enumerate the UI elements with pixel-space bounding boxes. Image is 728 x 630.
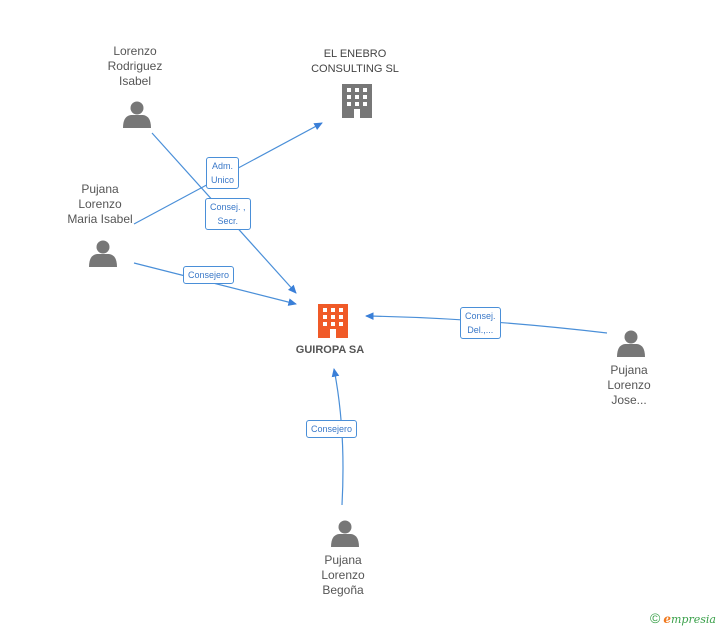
label-line: Consej.	[465, 311, 496, 321]
label-line: GUIROPA SA	[295, 344, 365, 356]
label-line: Pujana	[81, 182, 119, 196]
edge-label-consej-del[interactable]: Consej. Del.,...	[460, 307, 501, 339]
node-label-el-enebro[interactable]: EL ENEBRO CONSULTING SL	[300, 47, 410, 77]
label-line: Isabel	[118, 74, 152, 88]
label-line: Pujana	[324, 553, 362, 567]
label-line: EL ENEBRO	[323, 48, 387, 60]
edge-label-consejero-begona[interactable]: Consejero	[306, 420, 358, 438]
building-icon-main[interactable]	[318, 304, 348, 338]
label-line: Jose...	[611, 393, 647, 407]
label-line: Lorenzo	[78, 197, 122, 211]
person-icon[interactable]	[331, 520, 359, 548]
brand-logo: ©empresia	[650, 610, 716, 626]
copyright-symbol: ©	[650, 610, 661, 626]
edge-label-consejero-maria[interactable]: Consejero	[183, 266, 235, 284]
label-line: Consejero	[311, 424, 353, 434]
person-icon[interactable]	[123, 101, 151, 129]
label-line: Del.,...	[467, 325, 494, 335]
label-line: Adm.	[212, 161, 234, 171]
label-line: Rodriguez	[107, 59, 163, 73]
edge-label-adm-unico[interactable]: Adm. Unico	[206, 157, 240, 189]
brand-e: e	[663, 612, 671, 626]
brand-text: mpresia	[670, 613, 716, 626]
person-icon[interactable]	[617, 330, 645, 358]
node-label-pujana-jose[interactable]: Pujana Lorenzo Jose...	[594, 363, 664, 408]
person-icon[interactable]	[89, 240, 117, 268]
edge-label-consej-secr[interactable]: Consej. , Secr.	[205, 198, 251, 230]
node-label-pujana-maria-isabel[interactable]: Pujana Lorenzo Maria Isabel	[55, 182, 145, 227]
label-line: Lorenzo	[607, 378, 651, 392]
node-label-guiropa[interactable]: GUIROPA SA	[280, 343, 380, 358]
node-label-lorenzo-rodriguez[interactable]: Lorenzo Rodriguez Isabel	[95, 44, 175, 89]
label-line: CONSULTING SL	[311, 63, 399, 75]
label-line: Lorenzo	[113, 44, 157, 58]
label-line: Pujana	[610, 363, 648, 377]
node-label-pujana-begona[interactable]: Pujana Lorenzo Begoña	[308, 553, 378, 598]
label-line: Begoña	[322, 583, 364, 597]
label-line: Consej. ,	[210, 202, 246, 212]
label-line: Secr.	[217, 216, 239, 226]
label-line: Consejero	[188, 270, 230, 280]
label-line: Maria Isabel	[67, 212, 133, 226]
label-line: Lorenzo	[321, 568, 365, 582]
label-line: Unico	[211, 175, 235, 185]
building-icon[interactable]	[342, 84, 372, 118]
